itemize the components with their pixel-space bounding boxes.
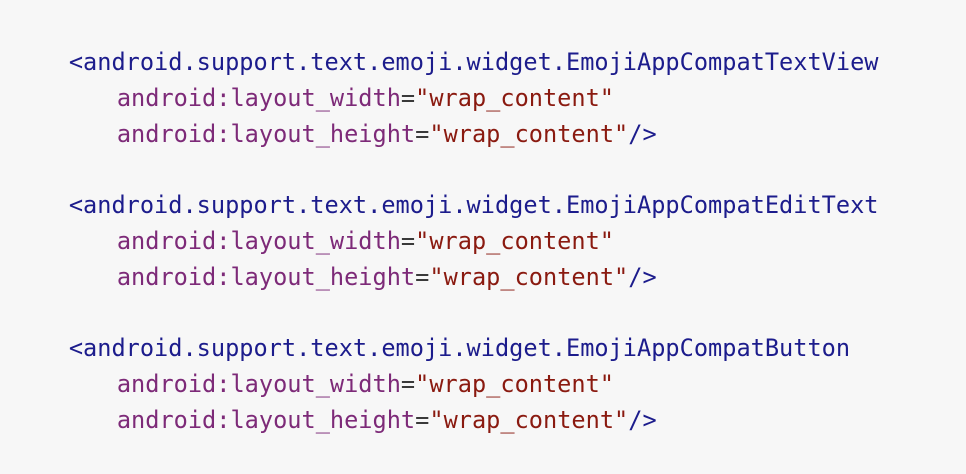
tag-close: />	[628, 263, 657, 291]
equals-sign: =	[415, 263, 430, 291]
code-snippet: <android.support.text.emoji.widget.Emoji…	[12, 8, 879, 434]
code-line-attribute: android:layout_width="wrap_content"	[12, 44, 614, 112]
attribute-value: "wrap_content"	[415, 227, 615, 255]
attribute-name: android:layout_height	[116, 120, 416, 148]
code-line-attribute: android:layout_width="wrap_content"	[12, 187, 614, 255]
xml-tag-open: <android.support.text.emoji.widget.Emoji…	[68, 334, 851, 362]
xml-tag-open: <android.support.text.emoji.widget.Emoji…	[68, 48, 879, 76]
attribute-value: "wrap_content"	[429, 406, 629, 434]
equals-sign: =	[400, 84, 416, 112]
code-line-tag-open: <android.support.text.emoji.widget.Emoji…	[12, 294, 850, 362]
code-line-attribute: android:layout_height="wrap_content"/>	[12, 80, 657, 148]
attribute-value: "wrap_content"	[415, 84, 615, 112]
code-line-tag-open: <android.support.text.emoji.widget.Emoji…	[12, 151, 879, 219]
attribute-value: "wrap_content"	[429, 120, 629, 148]
code-line-tag-open: <android.support.text.emoji.widget.Emoji…	[12, 8, 879, 76]
equals-sign: =	[400, 370, 416, 398]
attribute-value: "wrap_content"	[429, 263, 629, 291]
xml-tag-open: <android.support.text.emoji.widget.Emoji…	[68, 191, 879, 219]
attribute-name: android:layout_width	[116, 227, 401, 255]
code-line-attribute: android:layout_height="wrap_content"/>	[12, 366, 657, 434]
attribute-name: android:layout_height	[116, 406, 416, 434]
attribute-name: android:layout_height	[116, 263, 416, 291]
attribute-name: android:layout_width	[116, 84, 401, 112]
tag-close: />	[628, 120, 657, 148]
attribute-name: android:layout_width	[116, 370, 401, 398]
tag-close: />	[628, 406, 657, 434]
attribute-value: "wrap_content"	[415, 370, 615, 398]
code-line-attribute: android:layout_width="wrap_content"	[12, 330, 614, 398]
equals-sign: =	[400, 227, 416, 255]
equals-sign: =	[415, 406, 430, 434]
code-line-attribute: android:layout_height="wrap_content"/>	[12, 223, 657, 291]
equals-sign: =	[415, 120, 430, 148]
